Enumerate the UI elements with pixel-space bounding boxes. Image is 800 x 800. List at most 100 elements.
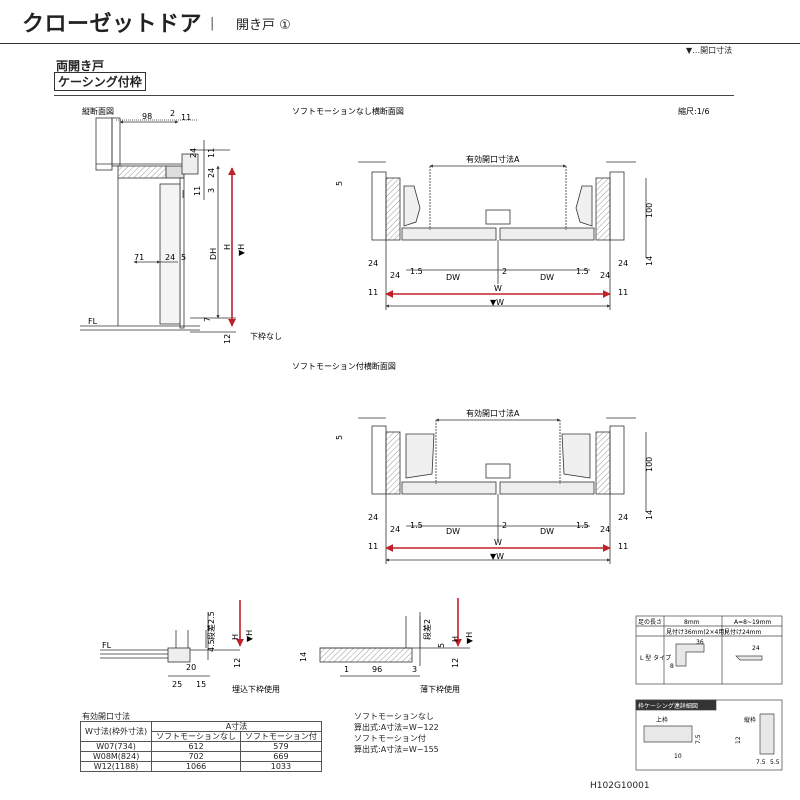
ps-d24r: 24 [600,525,610,534]
se-d20: 20 [186,663,196,672]
dim-24a: 24 [189,148,198,158]
dim-11a: 11 [181,113,191,122]
casing-d10: 10 [674,753,682,760]
plan-soft-drawing [358,417,647,564]
vertical-section-drawing [80,117,236,333]
formula-line-2: 算出式:A寸法=W−122 [354,723,439,732]
formula-line-3: ソフトモーション付 [354,734,426,743]
drawing-number: H102G10001 [590,781,650,791]
ps-vw: ▼W [490,552,504,561]
pn-eff: 有効開口寸法A [466,154,520,164]
section-title: 両開き戸 [56,59,105,73]
dim-11b: 11 [207,148,216,158]
scale-label: 縮尺:1/6 [678,106,710,116]
dim-vh: ▼H [237,244,246,256]
dim-dh: DH [209,248,218,260]
table-row: W08M(824) 702 669 [79,751,322,762]
pn-d15r: 1.5 [576,267,589,276]
ft-v24: 24 [752,645,760,652]
pn-d15l: 1.5 [410,267,423,276]
title-separator: | [210,16,215,31]
dim-table: W寸法(枠外寸法) A寸法 ソフトモーションなし ソフトモーション付 W07(7… [79,721,322,772]
dim-24b: 24 [207,168,216,178]
ft-col1: 足の長さ [638,619,662,626]
se-d45: 4.5 [207,639,216,652]
ps-eff: 有効開口寸法A [466,408,520,418]
section-divider [54,95,734,96]
se-step: 段差2.5 [206,611,216,640]
dim-5: 5 [181,253,186,262]
pn-w: W [494,284,502,293]
dim-table-title: 有効開口寸法 [82,712,130,721]
pn-d24r: 24 [600,271,610,280]
casing-vertical: 縦枠 [744,716,756,724]
casing-d7b: 7.5 [756,759,766,766]
se-d25: 25 [172,680,182,689]
table-row: W12(1188) 1066 1033 [79,761,322,772]
formula-block: ソフトモーションなし 算出式:A寸法=W−122 ソフトモーション付 算出式:A… [354,711,439,755]
st-vh: ▼H [465,632,474,644]
ft-v8: 8 [670,663,674,670]
dim-98: 98 [142,112,152,121]
pn-d24l: 24 [368,259,378,268]
ps-d15l: 1.5 [410,521,423,530]
se-h: H [231,634,240,640]
pn-d14: 14 [645,256,654,266]
ps-d24l2: 24 [390,525,400,534]
pn-dwl: DW [446,273,460,282]
ps-d100: 100 [645,457,654,472]
pn-d5: 5 [335,181,344,186]
row-no-soft: 1066 [151,761,241,772]
section-subtitle: ケーシング付枠 [54,72,146,91]
row-soft: 669 [240,751,322,762]
row-no-soft: 612 [151,741,241,752]
st-d3: 3 [412,665,417,674]
dim-24c: 24 [165,253,175,262]
sill-thin-drawing [319,612,470,677]
dim-2: 2 [170,109,175,118]
legend-note: ▼…開口寸法 [686,46,733,55]
se-fl: FL [102,641,112,650]
pn-d2: 2 [502,267,507,276]
casing-d7a: 7.5 [695,734,702,744]
ft-col3: A=8~19mm [734,619,771,626]
dim-h: H [223,244,232,250]
st-d14: 14 [299,652,308,662]
st-step: 段差2 [422,619,432,640]
sill-embedded-caption: 埋込下枠使用 [232,684,280,694]
ps-w: W [494,538,502,547]
ft-v36: 36 [696,639,704,646]
casing-d12: 12 [735,736,742,744]
page-subtitle: 開き戸 ① [236,18,291,33]
st-d12: 12 [451,658,460,668]
st-h: H [451,636,460,642]
ps-dwl: DW [446,527,460,536]
sill-embedded-drawing [100,612,240,677]
ps-d11l: 11 [368,542,378,551]
ft-type: L 型 タイプ [640,654,671,662]
row-w: W07(734) [79,741,153,752]
row-w: W08M(824) [79,751,153,762]
pn-dwr: DW [540,273,554,282]
no-sill-note: 下枠なし [250,331,282,341]
ps-d11r: 11 [618,542,628,551]
pn-vw: ▼W [490,298,504,307]
ft-row1b: 見付け24mm [724,628,761,636]
ft-row1a: 見付け36mm(2×4用) [666,628,727,636]
ps-d15r: 1.5 [576,521,589,530]
row-no-soft: 702 [151,751,241,762]
dim-12: 12 [223,334,232,344]
casing-detail [635,699,783,771]
page-title: クローゼットドア [22,12,203,37]
header-divider [0,43,800,44]
plan-soft-title: ソフトモーション付横断面図 [292,361,396,371]
dim-table-header-a: A寸法 [151,721,322,732]
pn-d24r2: 24 [618,259,628,268]
floor-label: FL [88,317,98,326]
st-d96: 96 [372,665,382,674]
formula-line-4: 算出式:A寸法=W−155 [354,745,439,754]
dim-11c: 11 [193,186,202,196]
se-d12: 12 [233,658,242,668]
se-vh: ▼H [245,630,254,642]
pn-d24l2: 24 [390,271,400,280]
